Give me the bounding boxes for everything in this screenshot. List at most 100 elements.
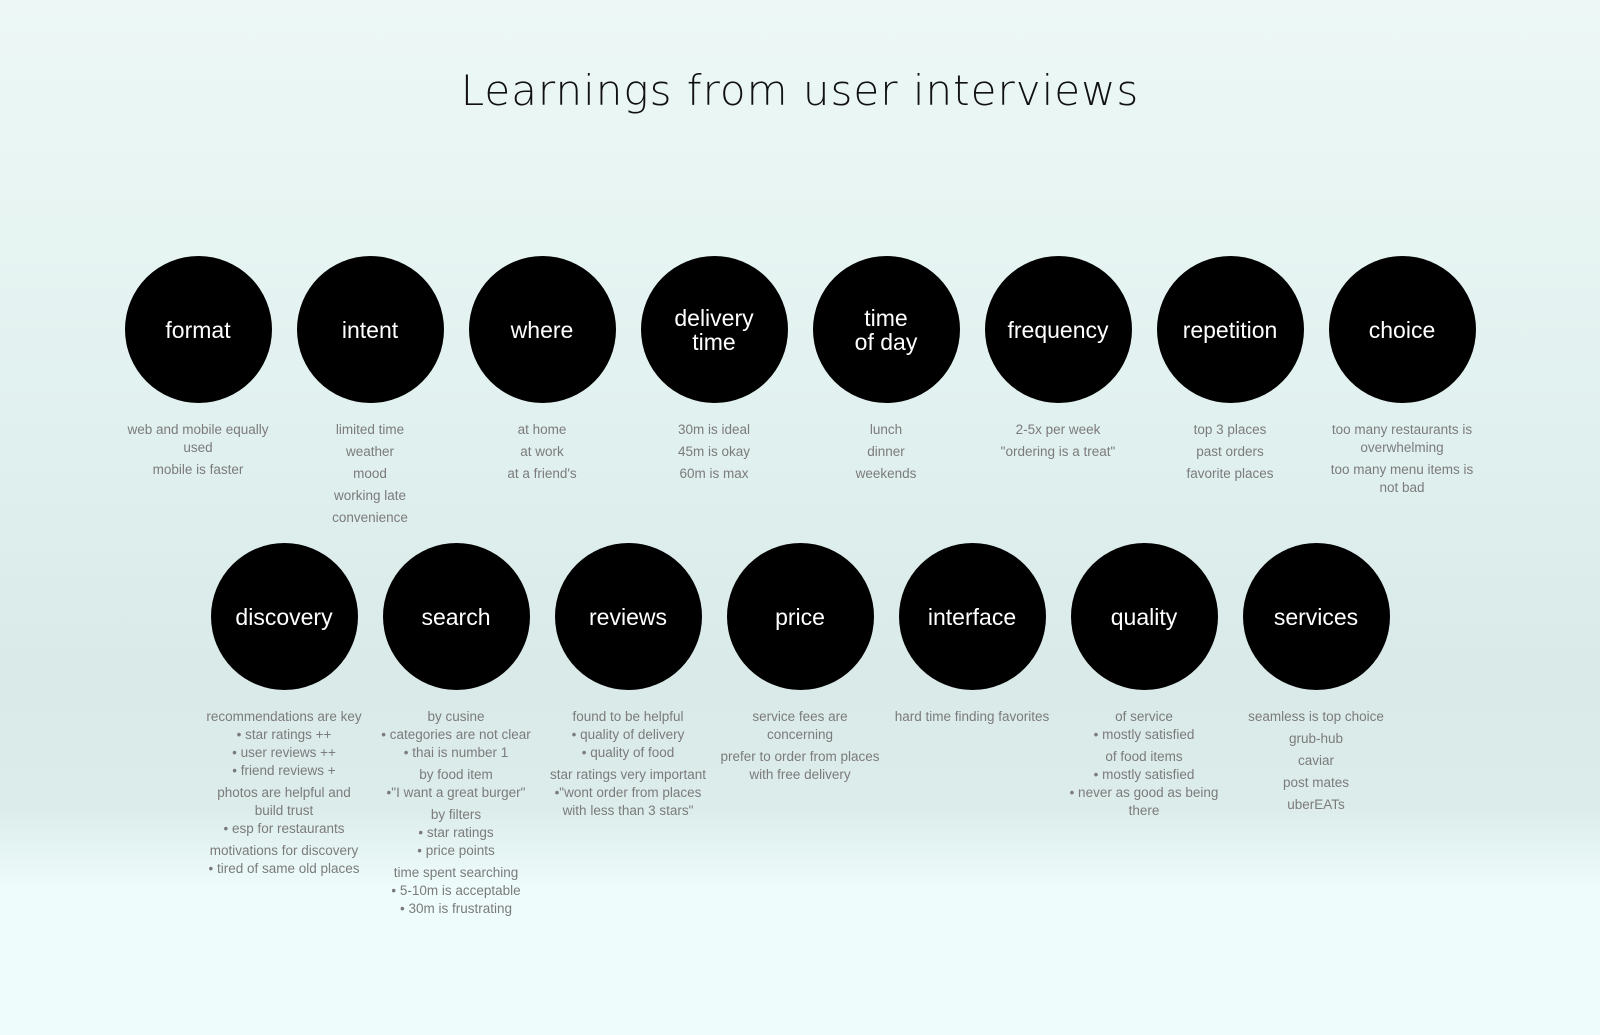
note-group: of food items • mostly satisfied • never a… <box>1064 748 1224 820</box>
topic-price: price service fees are concerning prefer t… <box>720 543 880 922</box>
note-group: weekends <box>806 465 966 483</box>
note-line: • thai is number 1 <box>403 745 509 760</box>
topic-quality: quality of service • mostly satisfied of fo… <box>1070 543 1218 922</box>
topic-circle: search <box>382 543 530 690</box>
note-line: • esp for restaurants <box>223 821 345 836</box>
note-group: 30m is ideal <box>634 421 794 439</box>
note-group: by food item•"I want a great burger" <box>376 766 536 802</box>
note-line: • user reviews ++ <box>232 745 336 760</box>
note-line: mood <box>353 466 387 481</box>
topic-notes: service fees are concerning prefer to ord… <box>720 708 880 788</box>
note-line: caviar <box>1297 753 1334 768</box>
note-line: limited time <box>335 422 405 437</box>
note-line: web and mobile equally used <box>127 422 269 455</box>
topic-notes: recommendations are key • star ratings ++… <box>204 708 364 882</box>
note-group: dinner <box>806 443 966 461</box>
note-line: at work <box>520 444 564 459</box>
note-line: • price points <box>417 843 495 858</box>
note-group: 45m is okay <box>634 443 794 461</box>
note-line: too many restaurants is overwhelming <box>1331 422 1473 455</box>
note-group: at work <box>462 443 622 461</box>
note-group: by filters• star ratings• price points <box>376 806 536 860</box>
topic-notes: found to be helpful • quality of delivery… <box>548 708 708 824</box>
page-title: Learnings from user interviews <box>460 66 1140 115</box>
note-line: service fees are concerning <box>752 709 848 742</box>
note-line: • 30m is frustrating <box>399 901 512 916</box>
topic-circle: choice <box>1328 256 1476 403</box>
topic-notes: hard time finding favorites <box>892 708 1052 730</box>
note-line: post mates <box>1282 775 1350 790</box>
topic-circle: where <box>468 256 616 403</box>
note-line: • 5-10m is acceptable <box>391 883 521 898</box>
note-group: at a friend's <box>462 465 622 483</box>
topic-circle: format <box>124 256 272 403</box>
topic-notes: by cusine • categories are not clear • tha… <box>376 708 536 922</box>
note-line: • never as good as being there <box>1069 785 1219 818</box>
note-group: post mates <box>1236 774 1396 792</box>
topic-interface: interface hard time finding favorites <box>895 543 1049 922</box>
topic-circle: repetition <box>1156 256 1304 403</box>
note-group: past orders <box>1150 443 1310 461</box>
note-line: by cusine <box>427 709 485 724</box>
note-line: • quality of delivery <box>571 727 685 742</box>
note-line: • star ratings ++ <box>236 727 332 742</box>
note-group: lunch <box>806 421 966 439</box>
note-group: mobile is faster <box>118 461 278 479</box>
note-group: hard time finding favorites <box>892 708 1052 726</box>
note-line: • friend reviews + <box>232 763 336 778</box>
topic-notes: limited time weather mood working late conve… <box>290 421 450 531</box>
note-line: 30m is ideal <box>677 422 751 437</box>
topic-circle: price <box>726 543 874 690</box>
note-group: found to be helpful • quality of delivery… <box>548 708 708 762</box>
note-group: recommendations are key • star ratings ++… <box>204 708 364 780</box>
note-line: dinner <box>867 444 905 459</box>
note-line: weekends <box>855 466 917 481</box>
note-line: lunch <box>869 422 903 437</box>
note-group: limited time <box>290 421 450 439</box>
note-group: star ratings very important •"wont order … <box>548 766 708 820</box>
note-group: by cusine • categories are not clear • tha… <box>376 708 536 762</box>
topic-circle: interface <box>898 543 1046 690</box>
note-group: convenience <box>290 509 450 527</box>
note-line: recommendations are key <box>206 709 362 724</box>
note-group: too many restaurants is overwhelming <box>1322 421 1482 457</box>
topic-circle: discovery <box>210 543 358 690</box>
note-line: •"wont order from places with less than … <box>554 785 702 818</box>
note-group: top 3 places <box>1150 421 1310 439</box>
topic-circle: intent <box>296 256 444 403</box>
note-line: seamless is top choice <box>1248 709 1384 724</box>
note-group: service fees are concerning <box>720 708 880 744</box>
note-group: uberEATs <box>1236 796 1396 814</box>
topic-circle: services <box>1242 543 1390 690</box>
note-line: • categories are not clear <box>381 727 531 742</box>
note-group: 60m is max <box>634 465 794 483</box>
note-line: motivations for discovery <box>209 843 359 858</box>
topic-row-2: discovery recommendations are key • star r… <box>0 543 1600 922</box>
note-group: grub-hub <box>1236 730 1396 748</box>
topic-circle: quality <box>1070 543 1218 690</box>
note-group: motivations for discovery• tired of same… <box>204 842 364 878</box>
topic-notes: lunch dinner weekends <box>806 421 966 487</box>
note-line: of service <box>1115 709 1173 724</box>
note-group: working late <box>290 487 450 505</box>
note-line: of food items <box>1105 749 1183 764</box>
note-line: • mostly satisfied <box>1093 767 1195 782</box>
note-line: 45m is okay <box>677 444 751 459</box>
topic-discovery: discovery recommendations are key • star r… <box>206 543 362 922</box>
note-line: prefer to order from places with free de… <box>720 749 880 782</box>
topic-row-1: format web and mobile equally used mobile … <box>0 256 1600 531</box>
note-line: time spent searching <box>393 865 519 880</box>
note-group: seamless is top choice <box>1236 708 1396 726</box>
topic-notes: 2-5x per week"ordering is a treat" <box>978 421 1138 465</box>
note-line: star ratings very important <box>549 767 707 782</box>
note-line: weather <box>345 444 395 459</box>
note-line: found to be helpful <box>572 709 684 724</box>
